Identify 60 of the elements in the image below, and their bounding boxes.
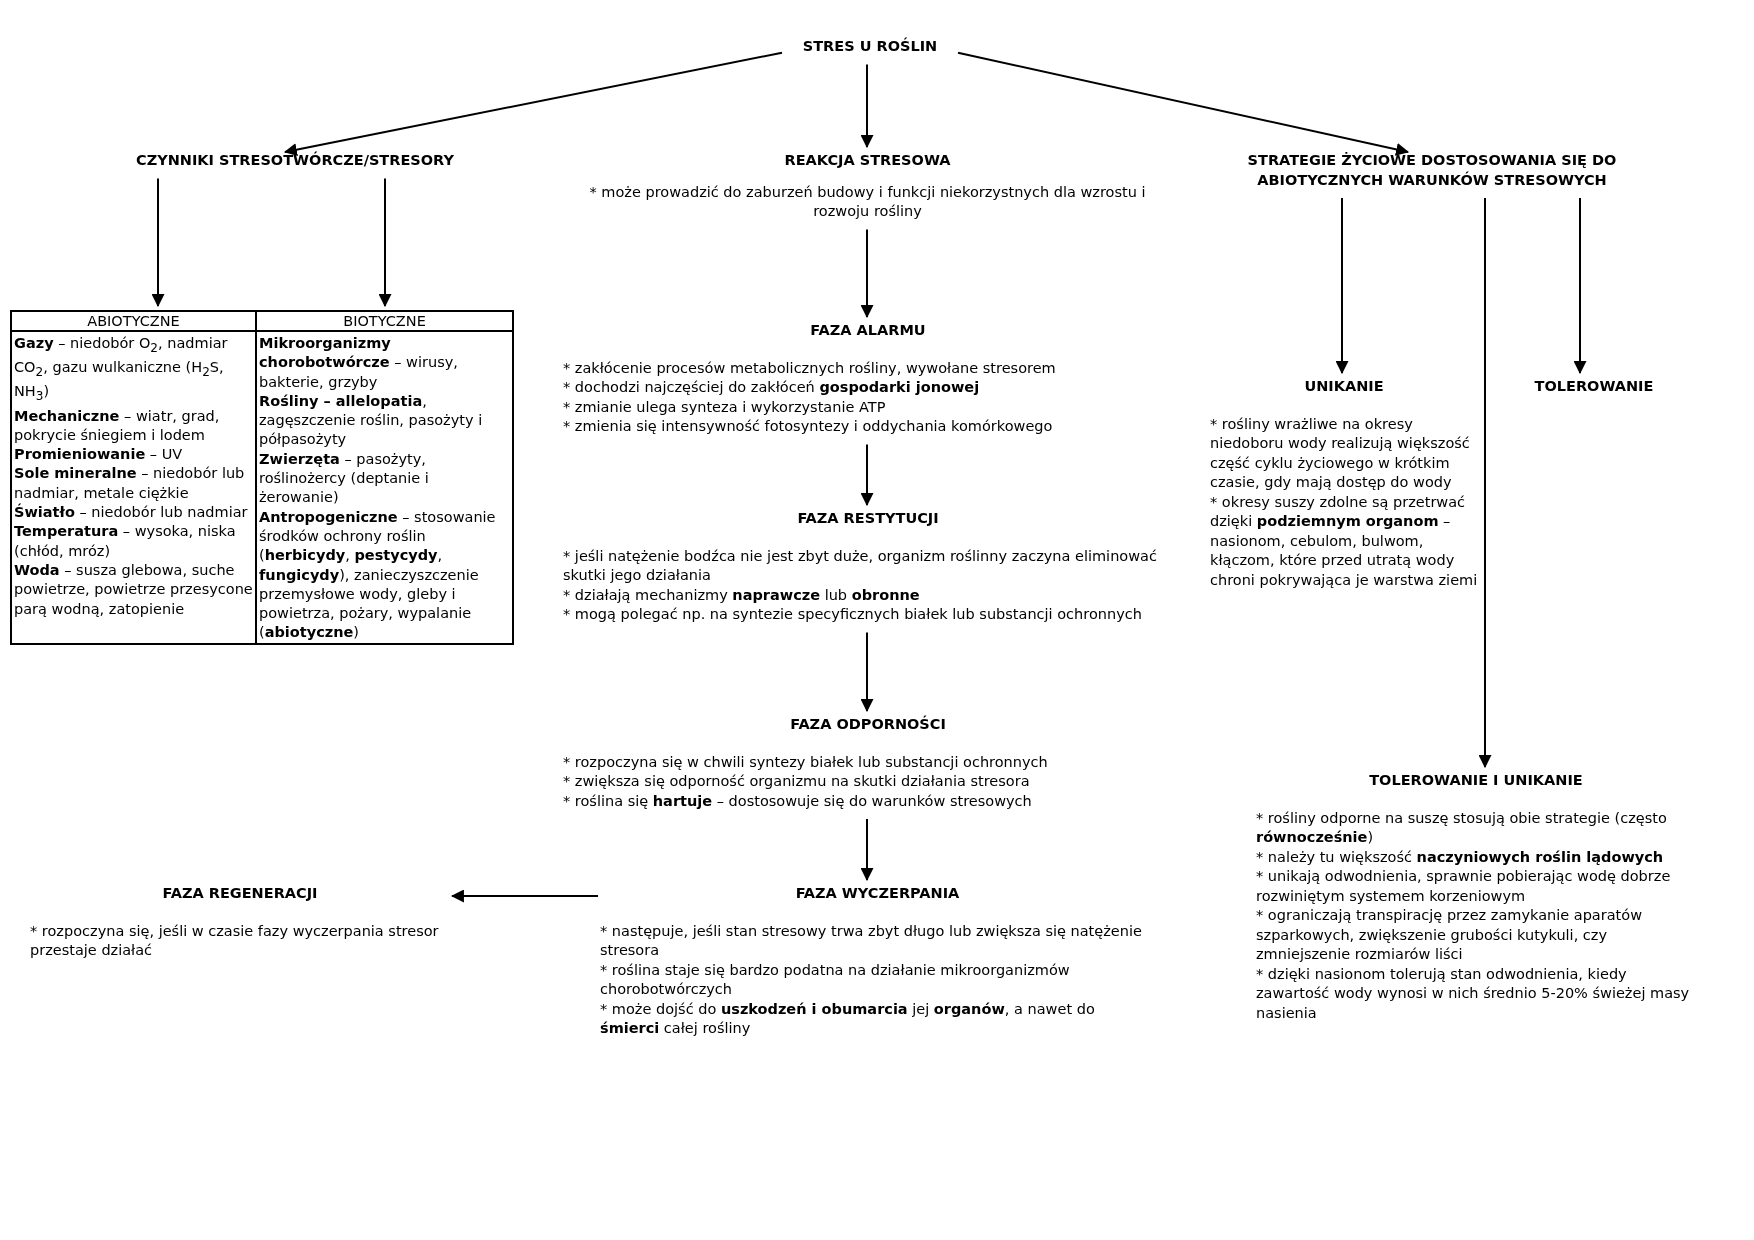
column-header: ABIOTYCZNE <box>12 312 255 332</box>
bullet-text: * działają mechanizmy naprawcze lub obronne <box>563 585 921 605</box>
table-cell-text: Temperatura – wysoka, niska (chłód, mróz) <box>13 522 237 561</box>
table-cell-text: Zwierzęta – pasożyty, roślinożercy (deptanie i żerowanie) <box>258 449 430 508</box>
heading: STRATEGIE ŻYCIOWE DOSTOSOWANIA SIĘ DO ABIOTYCZNYCH WARUNKÓW STRESOWYCH <box>1207 151 1657 190</box>
table-cell-text: Woda – susza glebowa, suche powietrze, powietrze przesycone parą wodną, zatopienie <box>13 560 254 619</box>
table-cell-text: Światło – niedobór lub nadmiar <box>13 503 249 523</box>
table-cell-text: Gazy – niedobór O$_{2}$, nadmiar CO$_{2}$, gazu wulkaniczne (H$_{2}$S, NH$_{3}$) <box>13 334 229 406</box>
arrow <box>860 228 874 319</box>
heading: STRES U ROŚLIN <box>790 37 950 57</box>
arrow <box>151 177 165 308</box>
bullet-text: * dochodzi najczęściej do zakłóceń gospodarki jonowej <box>563 378 981 397</box>
bullet-text: * ograniczają transpirację przez zamykanie aparatów szparkowych, zwiększenie grubości kutykuli, czy zmniejszenie rozmiarów liści <box>1256 906 1643 964</box>
heading: FAZA ODPORNOŚCI <box>789 715 947 734</box>
bullet-text: * może prowadzić do zaburzeń budowy i funkcji niekorzystnych dla wzrostu i rozwoju rośliny <box>588 182 1147 221</box>
bullet-text: * mogą polegać np. na syntezie specyficznych białek lub substancji ochronnych <box>563 605 1143 624</box>
bullet-text: * rośliny wrażliwe na okresy niedoboru wody realizują większość część cyklu życiowego w krótkim czasie, gdy mają dostęp do wody <box>1210 414 1471 492</box>
arrow <box>283 51 783 157</box>
bullet-text: * dzięki nasionom tolerują stan odwodnienia, kiedy zawartość wody wynosi w nich średnio 5-20% świeżej masy nasienia <box>1256 964 1691 1023</box>
heading: FAZA ALARMU <box>809 321 927 340</box>
bullet-text: * rośliny odporne na suszę stosują obie strategie (często równocześnie) <box>1256 808 1668 847</box>
table-cell-text: Mikroorganizmy chorobotwórcze – wirusy, bakterie, grzyby <box>258 334 459 392</box>
heading: TOLEROWANIE I UNIKANIE <box>1368 771 1584 790</box>
bullet-text: * roślina się hartuje – dostosowuje się do warunków stresowych <box>563 791 1033 811</box>
table-cell-text: Antropogeniczne – stosowanie środków ochrony roślin (herbicydy, pestycydy, fungicydy), zanieczyszczenie przemysłowe wody, gleby i powietrza, pożary, wypalanie (abiotyczne) <box>258 507 497 643</box>
heading: TOLEROWANIE <box>1534 377 1654 397</box>
arrow <box>860 63 874 149</box>
arrow <box>1478 197 1492 769</box>
bullet-text: * zmienia się intensywność fotosyntezy i oddychania komórkowego <box>563 417 1054 436</box>
arrow <box>860 443 874 507</box>
heading: FAZA WYCZERPANIA <box>794 884 961 903</box>
arrow <box>1573 197 1587 375</box>
bullet-text: * może dojść do uszkodzeń i obumarcia jej organów, a nawet do śmierci całej rośliny <box>600 999 1096 1038</box>
arrow <box>860 631 874 713</box>
arrow <box>450 889 599 903</box>
arrow <box>378 177 392 308</box>
table-column <box>10 310 257 645</box>
bullet-text: * należy tu większość naczyniowych roślin lądowych <box>1256 847 1665 867</box>
bullet-text: * rozpoczyna się, jeśli w czasie fazy wyczerpania stresor przestaje działać <box>30 921 440 960</box>
bullet-text: * unikają odwodnienia, sprawnie pobierając wodę dobrze rozwiniętym systemem korzeniowym <box>1256 867 1672 906</box>
bullet-text: * zmianie ulega synteza i wykorzystanie ATP <box>563 397 887 417</box>
arrow <box>1335 197 1349 375</box>
table-cell-text: Sole mineralne – niedobór lub nadmiar, metale ciężkie <box>13 464 246 503</box>
heading: UNIKANIE <box>1303 377 1385 396</box>
table-cell-text: Mechaniczne – wiatr, grad, pokrycie śniegiem i lodem <box>13 406 221 445</box>
arrow <box>860 818 874 882</box>
bullet-text: * następuje, jeśli stan stresowy trwa zbyt długo lub zwiększa się natężenie stresora <box>600 921 1143 960</box>
table-cell-text: Promieniowanie – UV <box>13 445 184 465</box>
column-header: BIOTYCZNE <box>257 312 512 332</box>
heading: FAZA REGENERACJI <box>161 884 319 903</box>
bullet-text: * rozpoczyna się w chwili syntezy białek lub substancji ochronnych <box>563 752 1049 772</box>
table-column <box>255 310 514 645</box>
table-cell-text: Rośliny – allelopatia, zagęszczenie roślin, pasożyty i półpasożyty <box>258 391 484 450</box>
bullet-text: * zakłócenie procesów metabolicznych rośliny, wywołane stresorem <box>563 358 1057 378</box>
heading: REAKCJA STRESOWA <box>783 151 952 170</box>
heading: FAZA RESTYTUCJI <box>796 509 940 528</box>
arrow <box>957 51 1410 156</box>
heading: CZYNNIKI STRESOTWÓRCZE/STRESORY <box>100 151 490 171</box>
bullet-text: * okresy suszy zdolne są przetrwać dzięki podziemnym organom – nasionom, cebulom, bulwom, kłączom, które przed utratą wody chroni pokrywająca je warstwa ziemi <box>1210 492 1478 590</box>
bullet-text: * zwiększa się odporność organizmu na skutki działania stresora <box>563 772 1031 791</box>
